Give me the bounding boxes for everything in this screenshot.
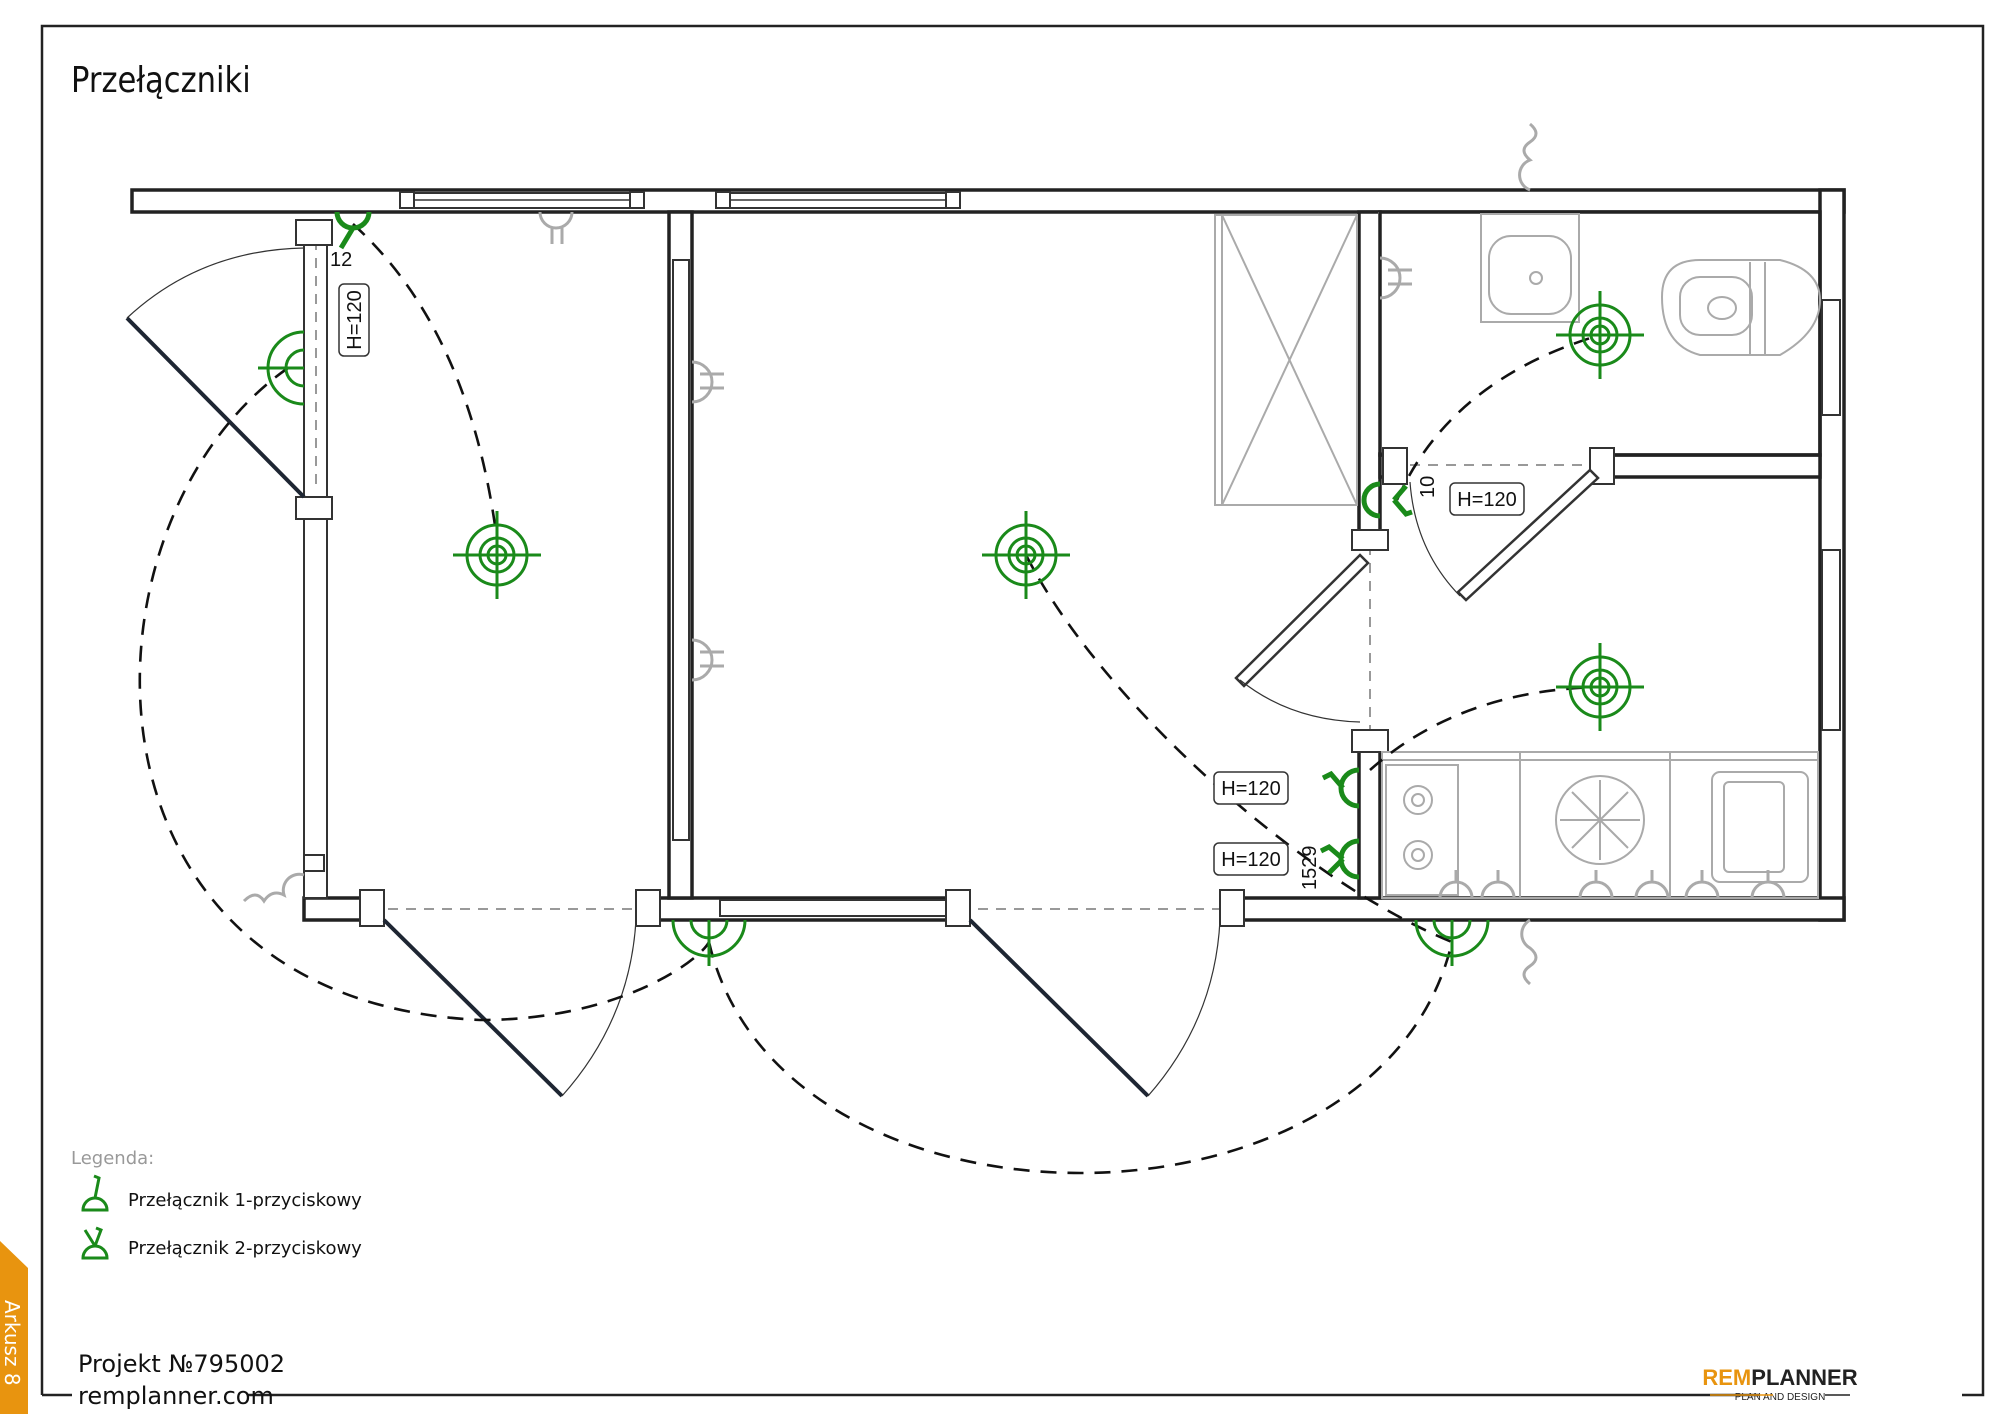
kitchen-unit bbox=[1381, 751, 1819, 899]
footer: Projekt №795002 remplanner.com Arkusz 8 bbox=[0, 1241, 285, 1414]
height-label: H=120 bbox=[1457, 489, 1517, 511]
windows bbox=[399, 191, 1841, 917]
height-label: H=120 bbox=[1221, 778, 1281, 800]
legend-heading: Legenda: bbox=[71, 1148, 154, 1169]
legend-item-label: Przełącznik 2-przyciskowy bbox=[128, 1238, 362, 1259]
door-openings bbox=[359, 447, 1615, 927]
ceiling-light-icon bbox=[1556, 643, 1644, 731]
switch-2-button-icon bbox=[81, 1226, 109, 1260]
sheet-tab bbox=[0, 1241, 28, 1414]
dimension-10: 10 bbox=[1417, 476, 1439, 498]
sheet-frame bbox=[40, 24, 1985, 1397]
shower-cabinet bbox=[1214, 214, 1358, 506]
wall-lamp-icon bbox=[671, 919, 747, 966]
ceiling-light-icon bbox=[1556, 291, 1644, 379]
wall-lamp-icon bbox=[258, 330, 305, 406]
bathroom-fixtures bbox=[1480, 213, 1822, 356]
wall-lamp-icon bbox=[1414, 919, 1490, 966]
dimension-labels: 12 H=120 10 H=120 H=120 H=120 1529 bbox=[330, 249, 1525, 891]
switch-1-button-icon bbox=[81, 1174, 109, 1212]
remplanner-logo: REMPLANNER PLAN AND DESIGN bbox=[1702, 1365, 1857, 1403]
switch-1-button-icon bbox=[334, 211, 372, 250]
page-title: Przełączniki bbox=[71, 59, 251, 101]
ceiling-light-icon bbox=[453, 511, 541, 599]
svg-text:PLAN AND DESIGN: PLAN AND DESIGN bbox=[1735, 1392, 1826, 1403]
legend-item-label: Przełącznik 1-przyciskowy bbox=[128, 1190, 362, 1211]
ceiling-lights bbox=[453, 291, 1644, 731]
dimension-12: 12 bbox=[330, 249, 352, 271]
legend: Legenda: Przełącznik 1-przyciskowy Przeł… bbox=[71, 1148, 362, 1260]
dimension-1529: 1529 bbox=[1299, 846, 1321, 891]
doors bbox=[125, 247, 1600, 1098]
wall-outlets bbox=[242, 122, 1786, 986]
height-label: H=120 bbox=[344, 290, 366, 350]
project-number: Projekt №795002 bbox=[78, 1350, 285, 1378]
website: remplanner.com bbox=[78, 1382, 274, 1410]
sheet-label: Arkusz 8 bbox=[0, 1300, 24, 1386]
svg-text:REMPLANNER: REMPLANNER bbox=[1702, 1365, 1857, 1390]
left-glazed-wall bbox=[295, 219, 333, 899]
switch-2-button-icon bbox=[1321, 767, 1360, 809]
ceiling-light-icon bbox=[982, 511, 1070, 599]
height-label: H=120 bbox=[1221, 849, 1281, 871]
wall-lamps bbox=[258, 330, 1490, 966]
switch-2-button-icon bbox=[1361, 481, 1413, 519]
switch-2-button-icon bbox=[1319, 838, 1360, 880]
switches bbox=[334, 211, 1413, 880]
wiring-lines bbox=[138, 223, 1601, 1175]
